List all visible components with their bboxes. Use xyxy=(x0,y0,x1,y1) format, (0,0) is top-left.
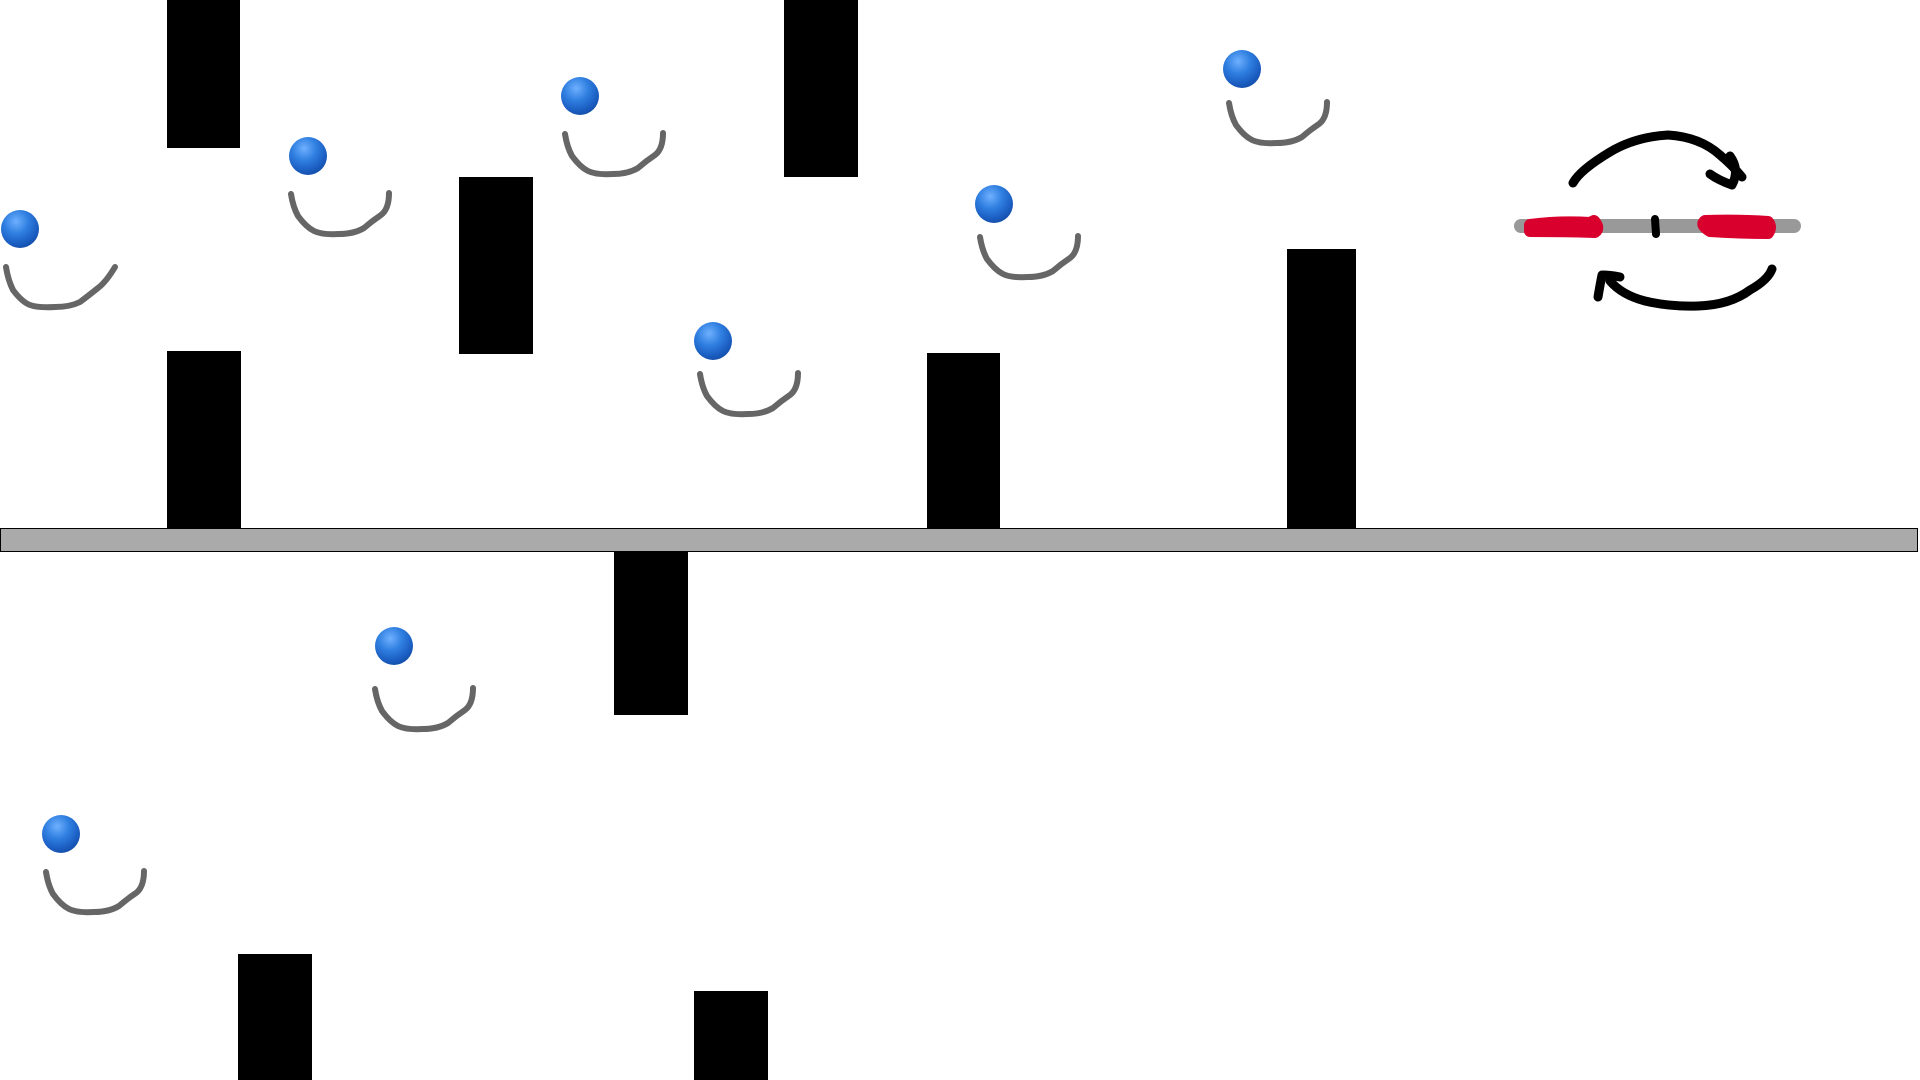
ball-2[interactable] xyxy=(289,137,327,175)
wall-block-3 xyxy=(459,177,533,354)
wall-block-2 xyxy=(784,0,858,177)
cup-5[interactable] xyxy=(1226,99,1356,179)
cup-3[interactable] xyxy=(562,130,692,210)
cup-6[interactable] xyxy=(697,370,827,450)
rotate-slider[interactable] xyxy=(1514,214,1801,239)
wall-block-4 xyxy=(167,351,241,528)
cup-4[interactable] xyxy=(977,233,1107,313)
wall-block-8 xyxy=(238,954,312,1080)
wall-block-6 xyxy=(1287,249,1356,528)
rotate-handle-right[interactable] xyxy=(1697,214,1776,239)
cup-1[interactable] xyxy=(0,262,130,342)
ball-8[interactable] xyxy=(42,815,80,853)
wall-block-9 xyxy=(694,991,768,1080)
rotate-handle-left[interactable] xyxy=(1524,215,1604,238)
rotate-control[interactable] xyxy=(1510,125,1810,325)
rotate-center-mark xyxy=(1651,215,1660,238)
ball-3[interactable] xyxy=(561,77,599,115)
ground-platform xyxy=(0,528,1918,552)
cup-7[interactable] xyxy=(372,685,502,765)
ball-4[interactable] xyxy=(975,185,1013,223)
ball-5[interactable] xyxy=(1223,50,1261,88)
rotate-arrows-icon xyxy=(1568,130,1777,311)
cup-8[interactable] xyxy=(43,868,173,948)
ball-1[interactable] xyxy=(1,210,39,248)
ball-6[interactable] xyxy=(694,322,732,360)
wall-block-5 xyxy=(927,353,1000,528)
wall-block-7 xyxy=(614,552,688,715)
cup-2[interactable] xyxy=(288,190,418,270)
ball-7[interactable] xyxy=(375,627,413,665)
wall-block-1 xyxy=(167,0,240,148)
